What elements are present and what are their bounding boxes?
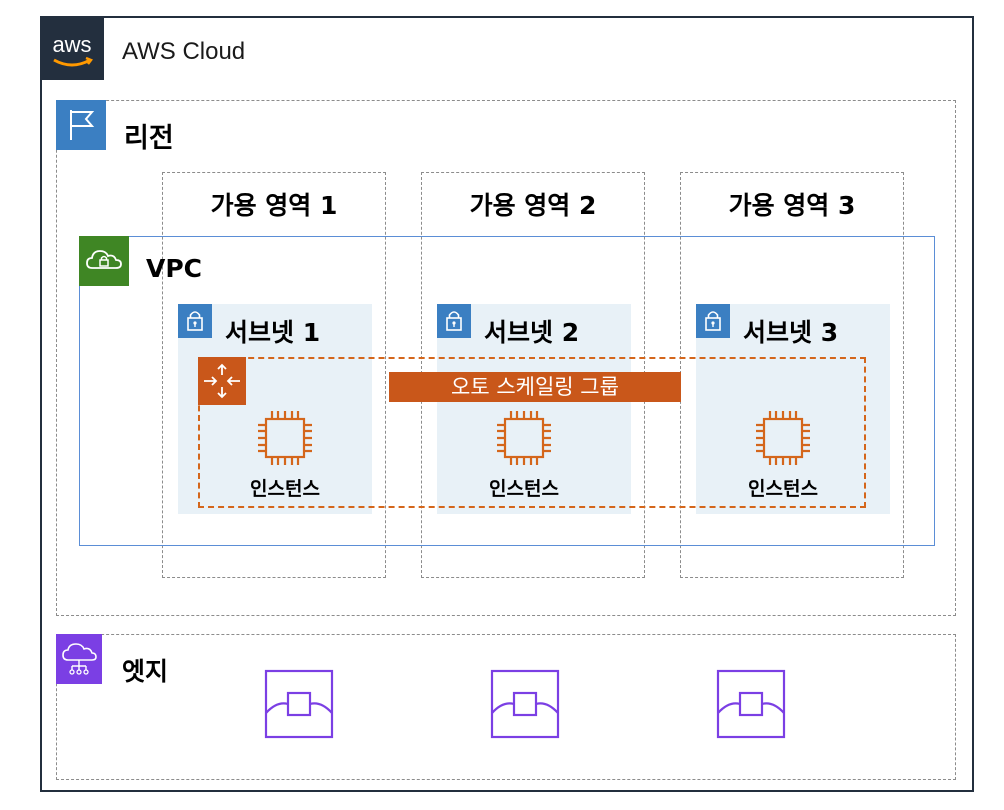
availability-zone-1 — [162, 172, 386, 578]
region-container — [56, 100, 956, 616]
aws-cloud-container — [40, 16, 974, 792]
ec2-chip-icon — [489, 403, 559, 473]
lock-icon — [178, 304, 212, 338]
aws-logo-icon: aws — [40, 16, 104, 80]
edge-container — [56, 634, 956, 780]
subnet-2 — [437, 304, 631, 514]
edge-location-icon — [264, 669, 334, 739]
vpc-container — [79, 236, 935, 546]
ec2-chip-icon — [748, 403, 818, 473]
availability-zone-label: 가용 영역 2 — [469, 191, 597, 220]
availability-zone-label: 가용 영역 3 — [728, 191, 856, 220]
instance-label: 인스턴스 — [250, 478, 320, 500]
cloud-lock-icon — [79, 236, 129, 286]
edge-location-icon — [490, 669, 560, 739]
lock-icon — [437, 304, 471, 338]
subnet-label: 서브넷 1 — [225, 318, 321, 347]
auto-scaling-group-label: 오토 스케일링 그룹 — [389, 372, 681, 402]
subnet-label: 서브넷 2 — [484, 318, 580, 347]
cloud-title: AWS Cloud — [122, 38, 246, 65]
lock-icon — [696, 304, 730, 338]
vpc-label: VPC — [146, 254, 203, 283]
instance-label: 인스턴스 — [748, 478, 818, 500]
cloud-network-icon — [56, 634, 102, 684]
ec2-chip-icon — [250, 403, 320, 473]
subnet-label: 서브넷 3 — [743, 318, 839, 347]
svg-text:aws: aws — [52, 32, 91, 57]
subnet-1 — [178, 304, 372, 514]
instance-label: 인스턴스 — [489, 478, 559, 500]
flag-icon — [56, 100, 106, 150]
subnet-3 — [696, 304, 890, 514]
edge-label: 엣지 — [122, 657, 169, 686]
edge-location-icon — [716, 669, 786, 739]
auto-scaling-icon — [198, 357, 246, 405]
auto-scaling-group-container — [198, 357, 866, 508]
region-label: 리전 — [124, 123, 174, 154]
availability-zone-label: 가용 영역 1 — [210, 191, 338, 220]
